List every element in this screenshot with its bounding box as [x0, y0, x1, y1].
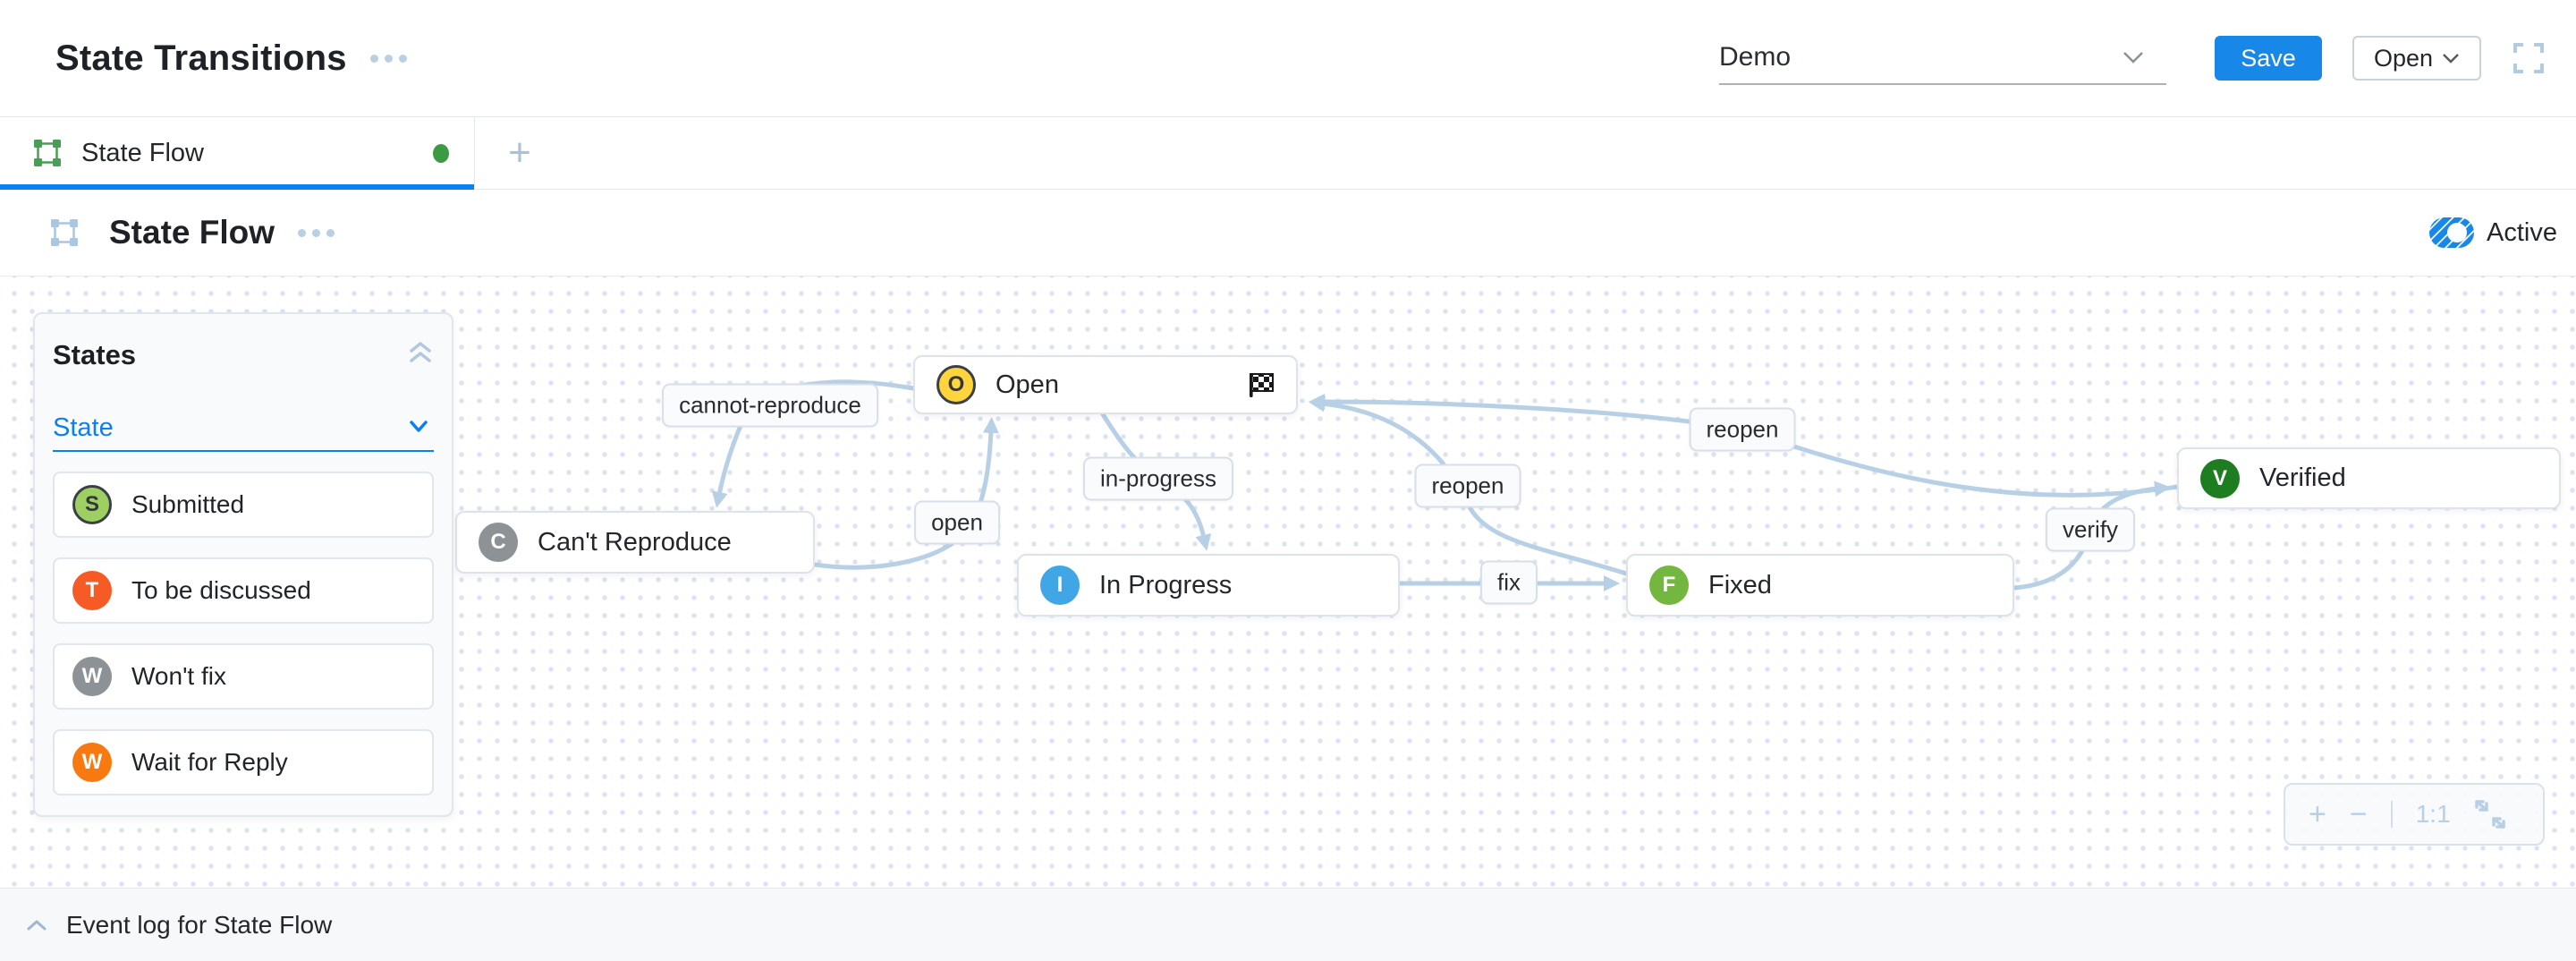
app-header: State Transitions Demo Save Open	[0, 0, 2576, 117]
actual-size-button[interactable]: 1:1	[2415, 800, 2451, 828]
title-more-menu-icon[interactable]	[369, 54, 407, 63]
zoom-controls: + − 1:1	[2284, 783, 2545, 846]
chevron-up-icon	[27, 920, 47, 930]
state-field-select[interactable]: State	[53, 405, 434, 452]
workflow-canvas[interactable]: cannot-reproduce open in-progress fix re…	[0, 276, 2576, 888]
edge-open[interactable]	[812, 417, 999, 570]
edge-label[interactable]: fix	[1480, 560, 1538, 605]
workflow-select[interactable]: Demo	[1719, 31, 2166, 85]
zoom-out-button[interactable]: −	[2349, 797, 2368, 831]
unsaved-changes-dot	[433, 143, 449, 163]
state-item-label: To be discussed	[131, 576, 311, 604]
edge-label[interactable]: reopen	[1414, 463, 1521, 508]
state-machine-icon	[34, 140, 61, 166]
save-button[interactable]: Save	[2215, 36, 2322, 81]
initial-state-flag-icon	[1248, 371, 1275, 398]
active-tab-indicator	[0, 184, 474, 190]
node-label: Verified	[2259, 463, 2346, 492]
tab-bar: State Flow +	[0, 117, 2576, 190]
state-badge: V	[2200, 458, 2240, 498]
state-badge: S	[72, 485, 112, 524]
state-badge: W	[72, 743, 112, 782]
open-button[interactable]: Open	[2352, 36, 2481, 81]
state-item-submitted[interactable]: S Submitted	[53, 472, 434, 538]
state-item-wont-fix[interactable]: W Won't fix	[53, 643, 434, 710]
node-open[interactable]: O Open	[913, 355, 1298, 414]
zoom-in-button[interactable]: +	[2309, 797, 2326, 831]
chevron-down-icon	[2443, 54, 2459, 64]
fit-to-screen-icon[interactable]	[2474, 799, 2506, 829]
active-toggle-icon[interactable]	[2429, 217, 2475, 248]
divider	[2390, 801, 2393, 828]
state-item-label: Wait for Reply	[131, 748, 288, 776]
add-tab-button[interactable]: +	[508, 131, 531, 174]
open-button-label: Open	[2373, 44, 2434, 72]
chevron-down-icon	[410, 421, 428, 432]
collapse-panel-icon[interactable]	[407, 339, 434, 366]
tab-state-flow[interactable]: State Flow	[0, 117, 475, 190]
state-item-label: Submitted	[131, 490, 245, 518]
edge-label[interactable]: reopen	[1689, 407, 1796, 452]
state-item-to-be-discussed[interactable]: T To be discussed	[53, 557, 434, 624]
workflow-select-value: Demo	[1719, 42, 1792, 72]
node-label: Can't Reproduce	[538, 527, 732, 557]
node-in-progress[interactable]: I In Progress	[1017, 554, 1400, 617]
status-label: Active	[2487, 217, 2557, 247]
edge-label[interactable]: open	[914, 500, 1000, 545]
event-log-bar[interactable]: Event log for State Flow	[0, 888, 2576, 961]
tab-label: State Flow	[81, 138, 204, 167]
state-badge: F	[1649, 566, 1689, 605]
state-item-wait-for-reply[interactable]: W Wait for Reply	[53, 729, 434, 795]
page-title: State Transitions	[55, 38, 347, 78]
node-label: In Progress	[1099, 570, 1233, 600]
state-badge: C	[479, 523, 518, 562]
edge-label[interactable]: cannot-reproduce	[662, 383, 878, 428]
node-fixed[interactable]: F Fixed	[1626, 554, 2014, 617]
rule-header: State Flow Active	[0, 190, 2576, 276]
chevron-down-icon	[2123, 52, 2143, 64]
node-verified[interactable]: V Verified	[2177, 447, 2561, 509]
state-machine-icon	[51, 219, 78, 246]
states-panel: States State S Submitted T To be discuss…	[33, 312, 453, 817]
edge-label[interactable]: verify	[2045, 507, 2136, 552]
node-cant-reproduce[interactable]: C Can't Reproduce	[455, 511, 815, 574]
rule-more-menu-icon[interactable]	[298, 228, 335, 237]
event-log-label: Event log for State Flow	[66, 910, 333, 939]
state-badge: I	[1040, 566, 1080, 605]
state-badge: W	[72, 657, 112, 696]
state-item-label: Won't fix	[131, 662, 226, 690]
node-label: Open	[996, 370, 1059, 399]
state-badge: T	[72, 571, 112, 610]
edge-label[interactable]: in-progress	[1082, 456, 1234, 501]
state-field-select-value: State	[53, 412, 114, 442]
states-panel-title: States	[53, 339, 137, 370]
node-label: Fixed	[1708, 570, 1772, 600]
fullscreen-icon[interactable]	[2513, 43, 2544, 73]
rule-title: State Flow	[109, 214, 275, 251]
state-badge: O	[936, 365, 976, 404]
